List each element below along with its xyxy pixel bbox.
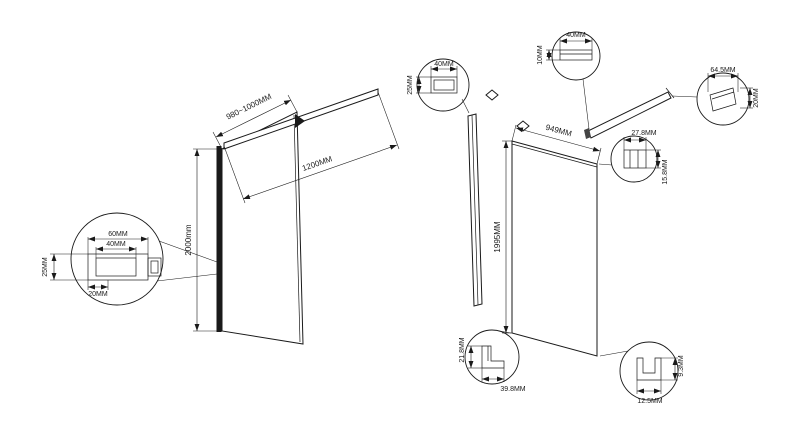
- dim-label-glass-width: 949MM: [545, 123, 573, 139]
- dim-label-profile-depth: 25MM: [42, 257, 49, 277]
- detail-circle: [610, 135, 658, 183]
- leader-line: [158, 240, 218, 263]
- dim-label-bottom-profile-width: 39.8MM: [500, 386, 525, 393]
- leader-line: [498, 330, 512, 334]
- profile-section-inner: [95, 257, 137, 277]
- clamp-cover-piece: [485, 89, 499, 101]
- bar-end-plate: [709, 87, 737, 112]
- profile-detail-circle: 60MM 40MM 20MM 25MM: [42, 212, 218, 306]
- dim-label-bracket-height: 15.8MM: [662, 159, 669, 184]
- dim-label-glass-height: 1995MM: [493, 221, 502, 252]
- clamp-cover-piece: [516, 120, 530, 132]
- bottom-clamp-section: [636, 357, 662, 381]
- bar-wall-end-detail-circle: 64.5MM 20MM: [671, 67, 760, 126]
- dim-label-bar-thickness: 10MM: [537, 45, 544, 65]
- dim-glass-height-assembled: 2000mm: [184, 148, 222, 332]
- dim-label-glass-width: 980~1000MM: [225, 92, 273, 122]
- bottom-profile-section: [481, 345, 505, 369]
- bar-section: [559, 49, 593, 61]
- bar-wall-plate: [665, 87, 675, 99]
- leader-line: [671, 95, 698, 98]
- dim-line: [515, 127, 601, 152]
- bar-section-detail-circle: 40MM 10MM: [537, 31, 601, 130]
- dim-label-bar-width: 40MM: [566, 32, 586, 39]
- dim-label-profile-inner: 40MM: [106, 241, 126, 248]
- profile-top-section-inner: [433, 79, 455, 91]
- dim-label-bar-end-length: 64.5MM: [710, 67, 735, 74]
- leader-line: [599, 350, 629, 357]
- dim-label-bar-length: 1200MM: [301, 154, 334, 173]
- dim-glass-height-exploded: 1995MM: [493, 140, 512, 334]
- dim-label-clamp-height: 9.3MM: [678, 355, 685, 377]
- dim-label-bracket-width: 27.8MM: [631, 130, 656, 137]
- wall-profile-bottom-detail-circle: 21.8MM 39.8MM: [459, 329, 526, 393]
- dim-line: [242, 144, 398, 200]
- dim-label-profile-foot: 20MM: [88, 291, 108, 298]
- glass-panel: [221, 111, 304, 345]
- detail-circle: [70, 212, 164, 306]
- dim-label-profile-outer: 60MM: [108, 231, 128, 238]
- glass-clamp-section: [147, 257, 162, 277]
- detail-circle: [551, 31, 601, 81]
- detail-circle: [619, 341, 679, 401]
- wall-profile-inner-line: [471, 114, 479, 306]
- bottom-clamp-detail-circle: 9.3MM 12.5MM: [599, 341, 685, 405]
- bar-end-plate-inner: [711, 91, 735, 100]
- dim-label-clamp-width: 12.5MM: [637, 398, 662, 405]
- profile-top-section: [430, 76, 458, 94]
- dim-label-bottom-profile-height: 21.8MM: [459, 337, 466, 362]
- dim-label-profile-top-depth: 25MM: [407, 75, 414, 95]
- dim-label-glass-height: 2000mm: [184, 224, 193, 255]
- glass-clamp-inner: [150, 260, 159, 274]
- assembled-view: 980~1000MM 1200MM 2000mm: [42, 88, 400, 345]
- leader-line: [598, 163, 613, 166]
- dim-label-bar-end-height: 20MM: [753, 88, 760, 108]
- dim-label-profile-top-width: 40MM: [434, 61, 454, 68]
- detail-circle: [464, 329, 520, 385]
- bracket-section: [623, 149, 647, 169]
- wall-profile-top-detail-circle: 40MM 25MM: [407, 58, 470, 114]
- support-bar-exploded: [587, 91, 672, 139]
- leader-line: [461, 98, 470, 114]
- exploded-view: 949MM 1995MM 40MM 25MM: [407, 31, 760, 405]
- detail-circle: [696, 72, 750, 126]
- leader-line: [156, 273, 218, 282]
- bar-glass-clamp: [295, 114, 305, 128]
- dim-line: [215, 99, 292, 138]
- glass-bracket-detail-circle: 27.8MM 15.8MM: [598, 130, 669, 185]
- glass-panel-exploded: [511, 140, 598, 357]
- leader-line: [582, 78, 590, 130]
